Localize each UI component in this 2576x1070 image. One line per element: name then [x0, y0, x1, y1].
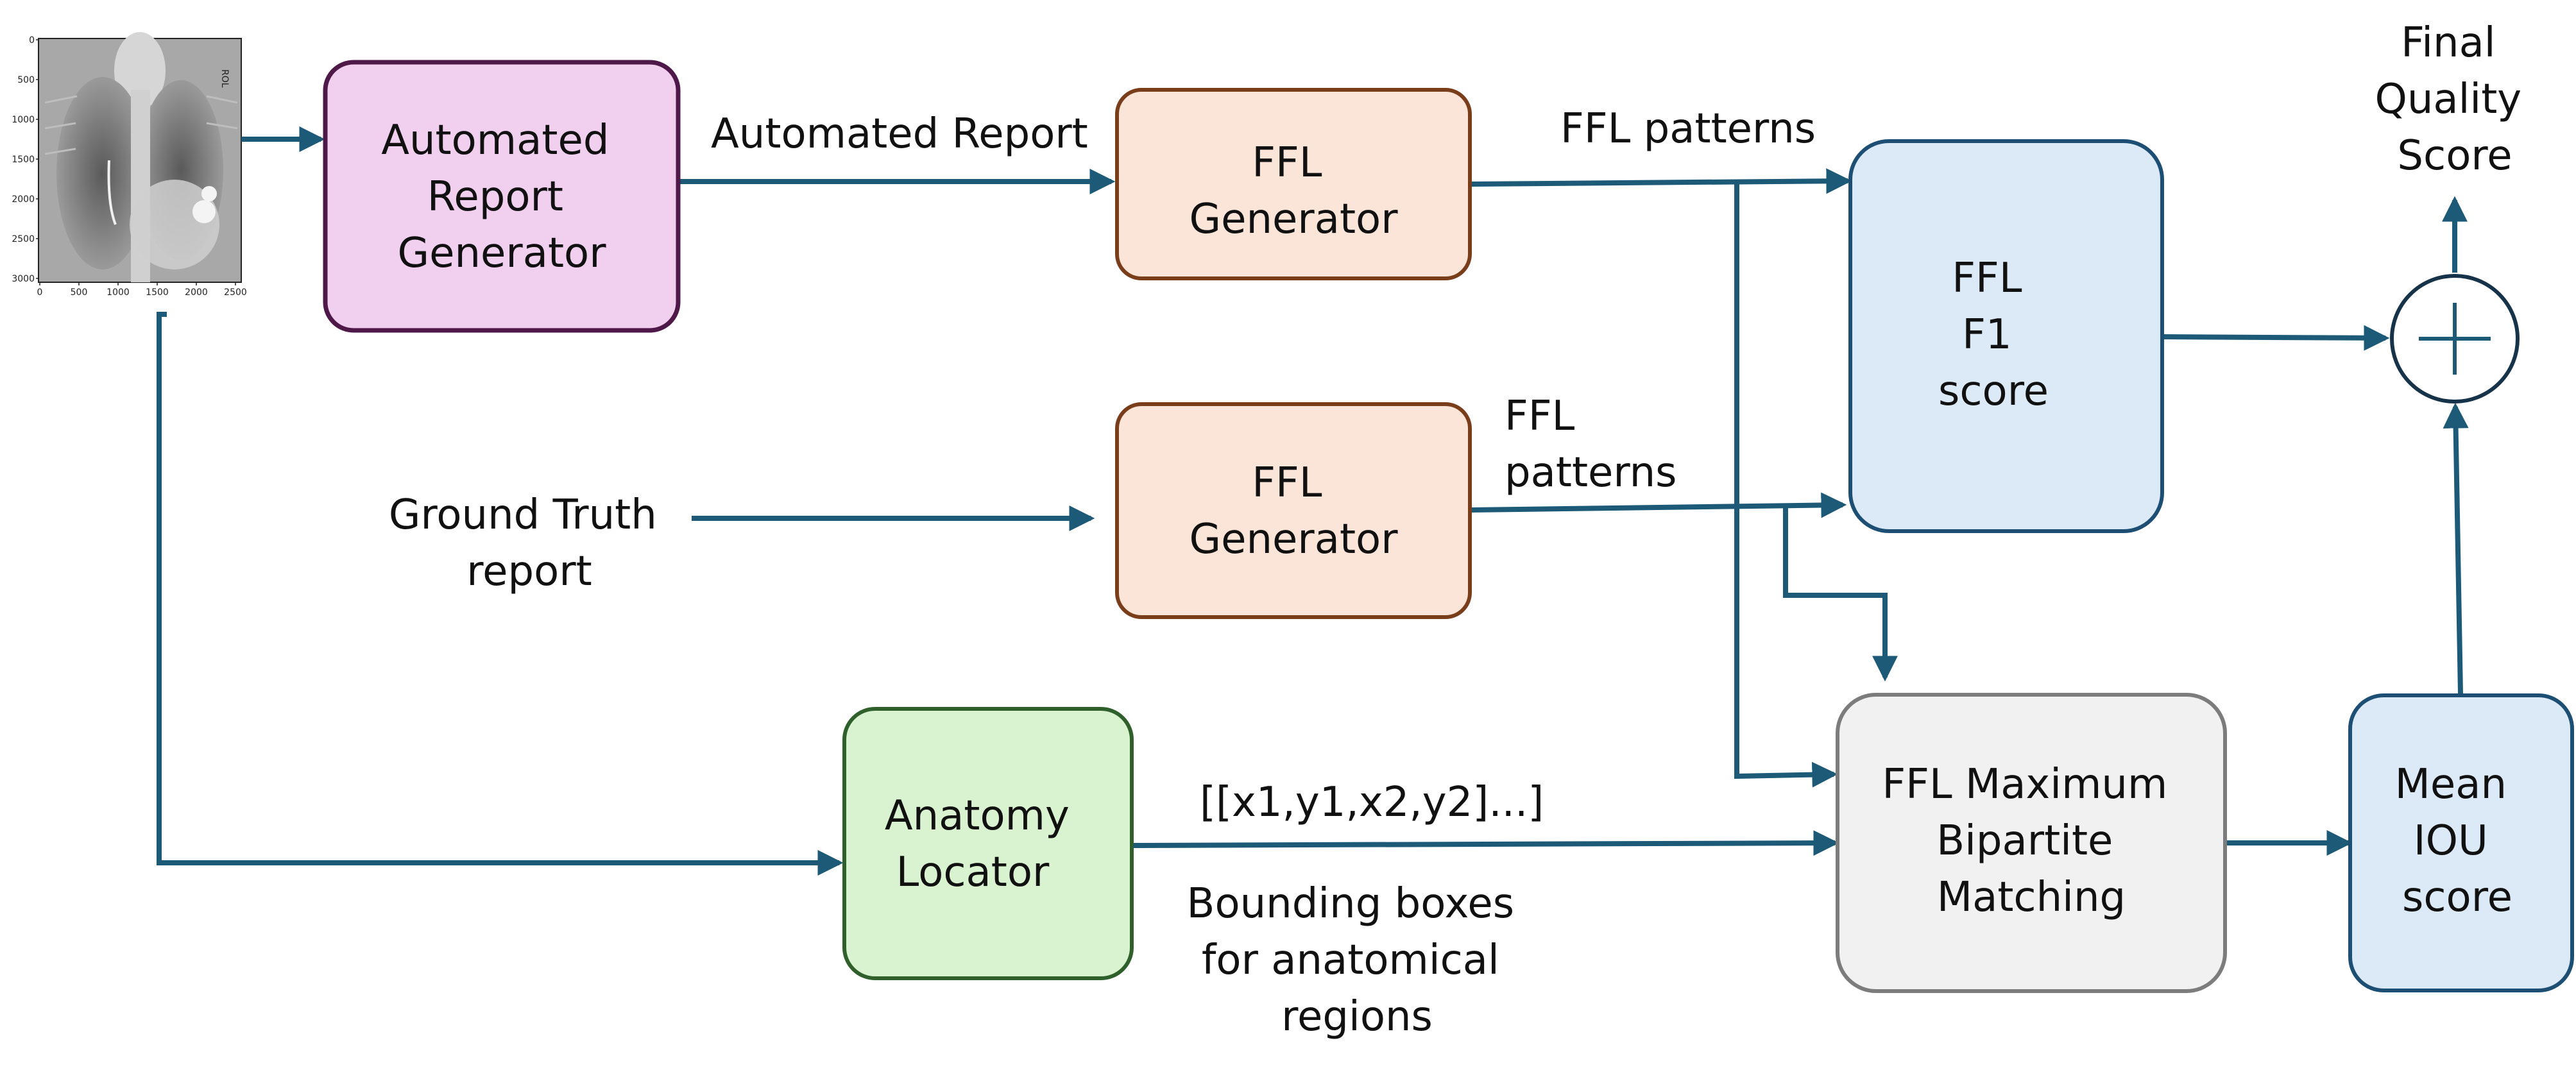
ffl-generator-bottom-line-2: Generator: [1190, 516, 1399, 563]
f1-score-line-1: FFL: [1952, 255, 2022, 302]
final-score-line-1: Final: [2401, 19, 2496, 67]
xray-y-tick-label: 2000: [12, 194, 35, 205]
xray-y-tick-label: 1500: [12, 155, 35, 165]
report-generator-line-3: Generator: [398, 230, 607, 277]
ground-truth-line-1: Ground Truth: [389, 491, 657, 539]
xray-x-tick-label: 500: [71, 287, 88, 298]
report-generator-line-1: Automated: [381, 117, 609, 164]
iou-score-box: Mean IOU score: [2348, 693, 2574, 992]
ffl-patterns-bottom-label: FFL patterns: [1505, 393, 1677, 497]
arrow-f1-to-sum: [2163, 325, 2390, 351]
arrow-ffl-top-to-f1: [1471, 168, 1852, 194]
xray-y-axis: 0 500 1000 1500 2000 2500 3000: [12, 35, 38, 284]
f1-score-line-2: F1: [1962, 311, 2012, 359]
final-quality-score-label: Final Quality Score: [2375, 19, 2534, 180]
report-generator-line-2: Report: [427, 173, 563, 221]
ground-truth-line-2: report: [466, 548, 592, 595]
iou-score-line-2: IOU: [2414, 817, 2488, 865]
arrow-ffl-top-to-matching: [1734, 182, 1838, 788]
svg-text:FFL Maximum Bipartite: FFL Maximum Bipartite Matching: [1882, 761, 2180, 921]
bbox-description-line-2: for anatomical: [1202, 937, 1499, 984]
final-score-line-2: Quality: [2375, 76, 2521, 123]
ffl-generator-bottom-line-1: FFL: [1252, 459, 1322, 507]
xray-y-tick-label: 0: [29, 35, 35, 46]
svg-text:Automated Report G: Automated Report Generator: [381, 117, 622, 277]
anatomy-locator-box: Anatomy Locator: [842, 707, 1134, 980]
ground-truth-label: Ground Truth report: [389, 491, 670, 595]
bipartite-matching-box: FFL Maximum Bipartite Matching: [1836, 693, 2227, 993]
bbox-format-label: [[x1,y1,x2,y2]...]: [1200, 779, 1544, 826]
iou-score-line-1: Mean: [2395, 761, 2507, 808]
ffl-patterns-bottom-line-2: patterns: [1505, 449, 1677, 497]
bipartite-matching-line-1: FFL Maximum: [1882, 761, 2167, 808]
ffl-generator-top-line-2: Generator: [1190, 196, 1399, 243]
svg-text:FFL Generator: FFL Generator: [1190, 459, 1399, 563]
arrow-locator-to-matching: [1132, 830, 1839, 856]
bbox-description-line-3: regions: [1281, 993, 1433, 1040]
xray-x-tick-label: 2000: [185, 287, 208, 298]
xray-x-axis: 0 500 1000 1500 2000 2500: [37, 282, 247, 298]
ffl-patterns-bottom-line-1: FFL: [1505, 393, 1575, 440]
sum-node: [2390, 274, 2520, 403]
iou-score-line-3: score: [2402, 874, 2512, 921]
plus-icon: [2419, 303, 2491, 375]
xray-y-tick-label: 2500: [12, 234, 35, 244]
report-generator-box: Automated Report Generator: [323, 60, 681, 333]
svg-text:Anatomy Locator: Anatomy Locator: [885, 792, 1082, 896]
xray-x-tick-label: 1500: [146, 287, 169, 298]
svg-text:FFL F1 score: FFL F1 score: [1938, 255, 2049, 415]
ffl-patterns-top-label: FFL patterns: [1560, 105, 1816, 153]
svg-text:Mean IOU score: Mean IOU score: [2395, 761, 2520, 921]
bbox-description-label: Bounding boxes for anatomical regions: [1187, 880, 1528, 1040]
xray-x-tick-label: 2500: [224, 287, 247, 298]
arrow-ffl-bottom-to-matching: [1783, 506, 1898, 682]
f1-score-line-3: score: [1938, 368, 2049, 415]
anatomy-locator-line-1: Anatomy: [885, 792, 1070, 840]
bbox-description-line-1: Bounding boxes: [1187, 880, 1515, 928]
ffl-generator-top-box: FFL Generator: [1115, 88, 1472, 280]
bipartite-matching-line-3: Matching: [1937, 874, 2126, 921]
final-score-line-3: Score: [2397, 132, 2512, 180]
chest-xray-image: ROL 0 500 1000 1500 2000 2500 3000 0 500 1000 150…: [12, 32, 247, 298]
svg-text:FFL Generator: FFL Generator: [1190, 139, 1399, 243]
xray-x-tick-label: 1000: [107, 287, 130, 298]
arrow-image-to-anatomy-locator: [157, 312, 844, 876]
automated-report-label: Automated Report: [711, 110, 1088, 158]
xray-y-tick-label: 3000: [12, 274, 35, 284]
f1-score-box: FFL F1 score: [1848, 139, 2164, 533]
bipartite-matching-line-2: Bipartite: [1936, 817, 2113, 865]
xray-y-tick-label: 500: [17, 75, 35, 85]
connectors: [157, 126, 2469, 876]
ffl-generator-top-line-1: FFL: [1252, 139, 1322, 187]
xray-y-tick-label: 1000: [12, 115, 35, 125]
ffl-generator-bottom-box: FFL Generator: [1115, 402, 1472, 619]
arrow-ffl-bottom-to-f1: [1471, 492, 1847, 518]
svg-text:ROL: ROL: [219, 69, 230, 88]
xray-x-tick-label: 0: [37, 287, 43, 298]
arrow-iou-to-sum: [2443, 402, 2469, 695]
anatomy-locator-line-2: Locator: [896, 849, 1050, 896]
